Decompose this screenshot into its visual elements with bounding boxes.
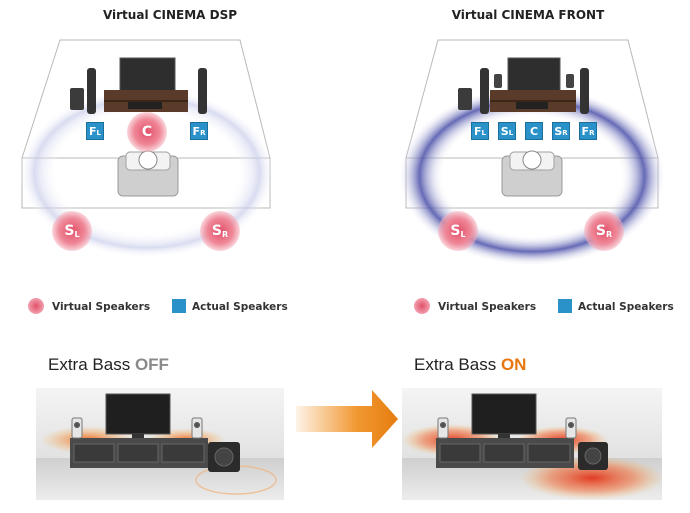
tv-screen xyxy=(507,57,561,93)
right-tower-speaker xyxy=(198,68,207,114)
transition-arrow-icon xyxy=(296,390,398,448)
av-receiver xyxy=(516,102,548,109)
left-tower-speaker xyxy=(480,68,489,114)
front-legend-virtual-label: Virtual Speakers xyxy=(438,301,537,313)
extra-bass-on-state: ON xyxy=(500,355,527,374)
dsp-legend-virtual-marker xyxy=(28,298,44,314)
extra-bass-on-scene xyxy=(402,388,662,500)
tv-screen xyxy=(471,393,537,435)
dsp-legend-virtual-label: Virtual Speakers xyxy=(52,301,151,313)
front-legend-virtual-marker xyxy=(414,298,430,314)
front-panel-title: Virtual CINEMA FRONT xyxy=(451,8,605,22)
left-surround-speaker xyxy=(494,74,502,88)
extra-bass-off-state: OFF xyxy=(134,355,169,374)
tv-screen xyxy=(105,393,171,435)
subwoofer xyxy=(70,88,84,110)
extra-bass-on-heading: Extra Bass ON xyxy=(414,355,527,374)
dsp-legend-actual-marker xyxy=(172,299,186,313)
extra-bass-off-scene xyxy=(36,388,284,500)
front-room-diagram xyxy=(398,39,666,266)
front-legend-actual-marker xyxy=(558,299,572,313)
av-receiver xyxy=(128,102,162,109)
dsp-virtual-speaker-c: C xyxy=(127,112,167,152)
right-tower-speaker xyxy=(580,68,589,114)
extra-bass-off-heading: Extra Bass OFF xyxy=(48,355,169,374)
dsp-panel-title: Virtual CINEMA DSP xyxy=(102,8,238,22)
subwoofer xyxy=(458,88,472,110)
listener-head xyxy=(522,150,542,170)
dsp-legend-actual-label: Actual Speakers xyxy=(192,301,288,313)
tv-screen xyxy=(119,57,176,93)
left-tower-speaker xyxy=(87,68,96,114)
front-actual-speaker-c: C xyxy=(525,122,543,140)
listener-head xyxy=(138,150,158,170)
front-legend-actual-label: Actual Speakers xyxy=(578,301,674,313)
right-surround-speaker xyxy=(566,74,574,88)
